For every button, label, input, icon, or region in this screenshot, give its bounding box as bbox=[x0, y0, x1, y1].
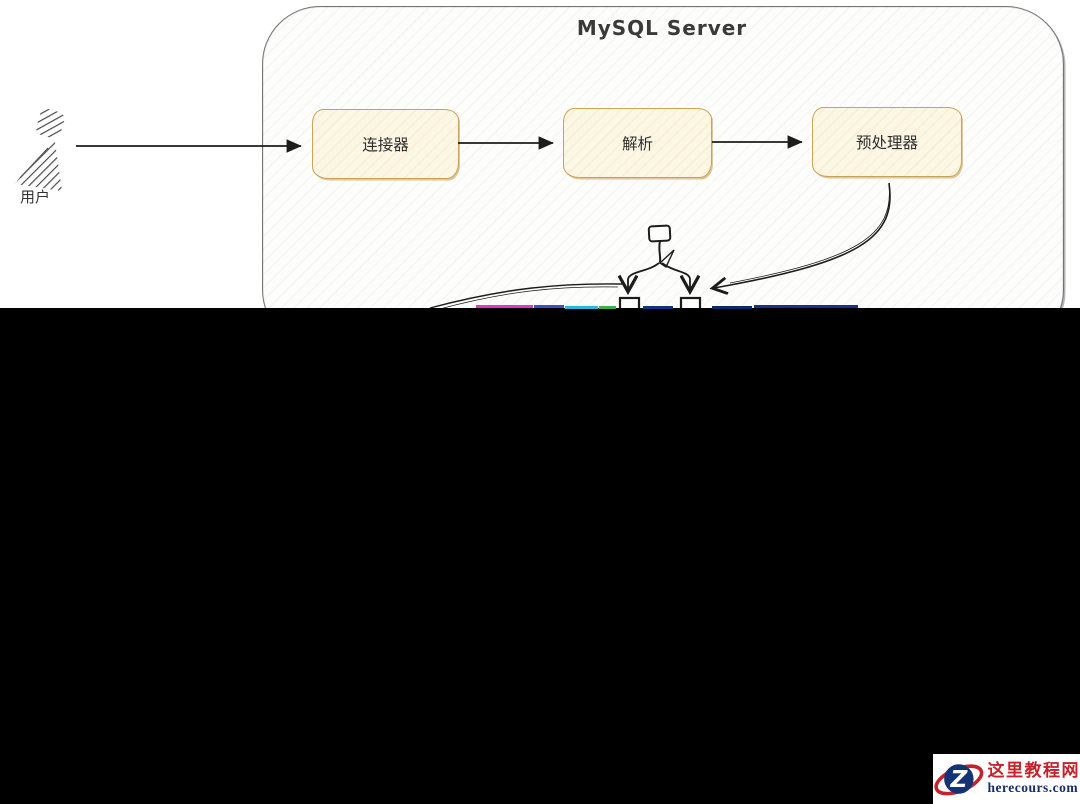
user-label: 用户 bbox=[19, 188, 50, 206]
node-parser: 解析 bbox=[563, 108, 712, 178]
glitch-artifact bbox=[476, 305, 533, 308]
node-preprocessor: 预处理器 bbox=[812, 107, 962, 177]
watermark-logo-letter: Z bbox=[949, 766, 968, 793]
watermark-site-name: 这里教程网 bbox=[987, 760, 1080, 781]
node-parser-label: 解析 bbox=[621, 135, 653, 153]
watermark-logo-icon: Z bbox=[934, 764, 984, 796]
glitch-artifact bbox=[643, 306, 673, 309]
node-connector: 连接器 bbox=[312, 109, 459, 179]
glitch-artifact bbox=[712, 306, 752, 309]
node-connector-label: 连接器 bbox=[362, 136, 409, 154]
glitch-artifact bbox=[565, 306, 598, 309]
mysql-server-title: MySQL Server bbox=[576, 16, 748, 40]
node-preprocessor-label: 预处理器 bbox=[855, 134, 918, 152]
watermark-domain: herecours.com bbox=[987, 779, 1079, 795]
glitch-artifact bbox=[754, 305, 858, 308]
glitch-artifact bbox=[599, 306, 616, 309]
glitch-artifact bbox=[534, 305, 564, 308]
user-figure-icon bbox=[15, 108, 65, 191]
watermark: Z 这里教程网 herecours.com bbox=[933, 754, 1080, 804]
censored-black-region bbox=[0, 308, 1080, 804]
watermark-text-block: 这里教程网 herecours.com bbox=[987, 760, 1080, 795]
